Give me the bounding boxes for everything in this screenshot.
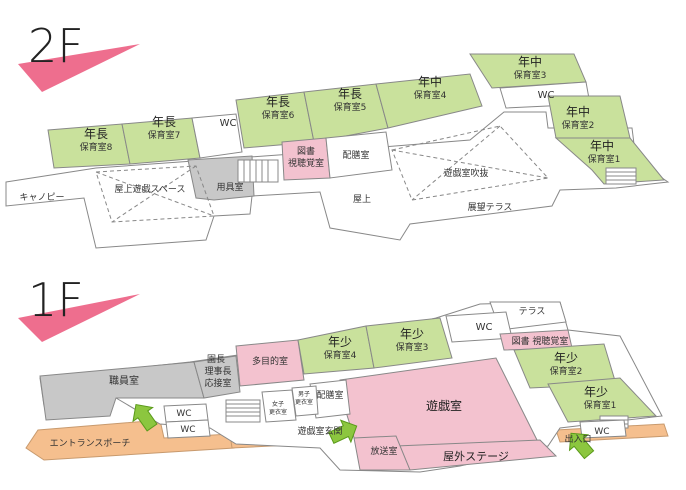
2f-stairs-right bbox=[605, 167, 637, 185]
label-2f-nencho7-a: 年長 bbox=[152, 115, 176, 129]
room-2f-serving bbox=[325, 131, 393, 179]
label-1f-women-change-a: 女子 bbox=[272, 400, 284, 408]
label-1f-nensho1-b: 保育室1 bbox=[584, 399, 617, 411]
label-1f-nensho3-b: 保育室3 bbox=[396, 341, 429, 353]
room-1f-men-change bbox=[291, 385, 319, 417]
label-1f-staff: 職員室 bbox=[109, 374, 139, 387]
label-2f-nenchu3-a: 年中 bbox=[518, 54, 542, 69]
2f-playroom-void-area bbox=[391, 125, 549, 201]
label-1f-broadcast: 放送室 bbox=[370, 445, 397, 457]
label-1f-men-change-a: 男子 bbox=[298, 391, 310, 398]
floor-2f-flag bbox=[18, 44, 140, 92]
label-1f-nensho4-b: 保育室4 bbox=[324, 349, 357, 361]
floor-1f-flag bbox=[18, 294, 140, 342]
label-2f-rooftop: 屋上 bbox=[353, 194, 371, 205]
room-1f-women-change bbox=[261, 389, 297, 423]
label-1f-admin-a: 園長 bbox=[207, 354, 225, 365]
room-1f-nensho-1 bbox=[547, 377, 658, 423]
label-1f-nensho2-a: 年少 bbox=[554, 351, 578, 365]
label-1f-wc-b: WC bbox=[180, 425, 195, 435]
floor-2f: 2F bbox=[5, 19, 670, 249]
label-2f-nenchu2-b: 保育室2 bbox=[562, 119, 595, 131]
entrance-arrow-left bbox=[132, 403, 158, 432]
label-1f-wc-a: WC bbox=[176, 409, 191, 419]
label-1f-exit: 出入口 bbox=[564, 433, 591, 445]
label-2f-rooftop-play: 屋上遊戯スペース bbox=[115, 183, 186, 195]
label-1f-terrace: テラス bbox=[519, 306, 546, 317]
label-2f-playroom-void: 遊戯室吹抜 bbox=[443, 167, 488, 179]
label-2f-library-a: 図書 bbox=[297, 145, 315, 157]
label-2f-nencho8-b: 保育室8 bbox=[80, 141, 113, 153]
2f-stairs-middle bbox=[237, 159, 279, 183]
room-1f-admin bbox=[193, 355, 241, 399]
2f-building-outline bbox=[5, 111, 670, 249]
1f-labels: テラス WC 図書 視聴覚室 年少 保育室3 年少 保育室4 多目的室 園長 理… bbox=[50, 306, 617, 463]
label-2f-nencho5-a: 年長 bbox=[338, 87, 362, 101]
floor-1f-label: 1F bbox=[28, 273, 84, 327]
label-1f-playroom-entrance: 遊戯室玄関 bbox=[297, 425, 342, 437]
label-1f-admin-b: 理事長 bbox=[204, 365, 231, 377]
2f-rooftop-play-area bbox=[95, 165, 215, 223]
label-1f-playroom: 遊戯室 bbox=[426, 398, 462, 413]
label-2f-nenchu4-b: 保育室4 bbox=[414, 89, 447, 101]
label-2f-storage: 用具室 bbox=[216, 181, 243, 193]
label-2f-nenchu1-b: 保育室1 bbox=[588, 153, 621, 165]
2f-labels: 年中 保育室3 WC 年中 保育室2 年中 保育室1 年中 保育室4 年長 保育… bbox=[19, 54, 620, 213]
floor-1f: 1F bbox=[18, 273, 669, 473]
label-1f-men-change-b: 更衣室 bbox=[295, 398, 313, 406]
room-2f-nenchu-4 bbox=[375, 73, 483, 129]
label-2f-nenchu1-a: 年中 bbox=[590, 138, 614, 153]
label-2f-canopy: キャノピー bbox=[19, 192, 64, 203]
label-1f-nensho2-b: 保育室2 bbox=[550, 365, 583, 377]
floor-2f-label: 2F bbox=[28, 19, 84, 73]
label-2f-nencho6-a: 年長 bbox=[266, 95, 290, 109]
label-1f-nensho3-a: 年少 bbox=[400, 327, 424, 341]
label-1f-women-change-b: 更衣室 bbox=[269, 408, 287, 416]
label-1f-wc-top: WC bbox=[476, 322, 493, 333]
label-1f-nensho1-a: 年少 bbox=[584, 385, 608, 399]
label-2f-nencho5-b: 保育室5 bbox=[334, 101, 367, 113]
room-1f-broadcast bbox=[353, 435, 411, 471]
label-2f-nenchu3-b: 保育室3 bbox=[514, 69, 547, 81]
label-2f-nencho6-b: 保育室6 bbox=[262, 109, 295, 121]
room-1f-nensho-4 bbox=[297, 325, 375, 375]
label-1f-outdoor-stage: 屋外ステージ bbox=[443, 450, 509, 463]
label-2f-library-b: 視聴覚室 bbox=[288, 157, 324, 169]
label-2f-nencho7-b: 保育室7 bbox=[148, 129, 181, 141]
label-2f-terrace: 展望テラス bbox=[468, 201, 513, 213]
label-1f-nensho4-a: 年少 bbox=[328, 335, 352, 349]
label-2f-nencho8-a: 年長 bbox=[84, 127, 108, 141]
label-1f-library: 図書 視聴覚室 bbox=[512, 335, 569, 347]
room-2f-wc-left bbox=[191, 113, 243, 159]
label-2f-nenchu2-a: 年中 bbox=[566, 104, 590, 119]
label-1f-multipurpose: 多目的室 bbox=[252, 355, 288, 367]
label-1f-entrance-porch: エントランスポーチ bbox=[50, 438, 131, 449]
label-1f-wc-right: WC bbox=[594, 427, 609, 437]
label-1f-serving: 配膳室 bbox=[316, 389, 343, 401]
label-1f-admin-c: 応接室 bbox=[204, 377, 231, 389]
room-1f-multipurpose bbox=[235, 339, 305, 387]
label-2f-nenchu4-a: 年中 bbox=[418, 74, 442, 89]
label-2f-wc-right: WC bbox=[538, 90, 555, 101]
room-1f-wc-b bbox=[165, 419, 211, 439]
label-2f-serving: 配膳室 bbox=[342, 149, 369, 161]
room-1f-nensho-3 bbox=[365, 317, 453, 369]
entrance-arrow-middle bbox=[328, 419, 358, 445]
1f-stairs-left bbox=[225, 399, 261, 423]
room-1f-wc-right bbox=[579, 419, 627, 439]
entrance-arrow-right bbox=[568, 432, 595, 460]
label-2f-wc-left: WC bbox=[220, 118, 237, 129]
